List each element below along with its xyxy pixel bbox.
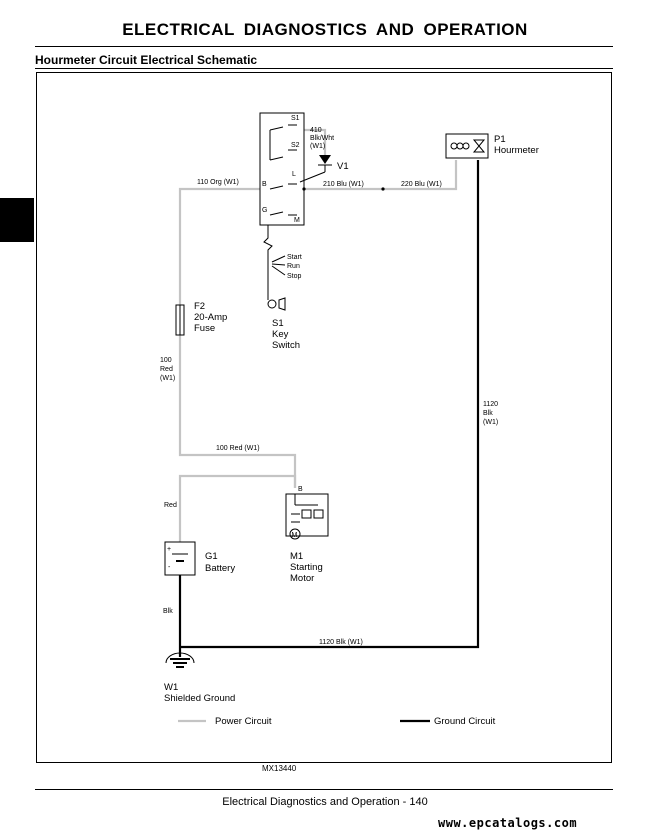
fuse-ref: F2 <box>194 301 205 312</box>
section-title: Hourmeter Circuit Electrical Schematic <box>35 53 258 67</box>
footer-rule <box>35 789 613 790</box>
wire-410-label-1: 410 <box>310 127 322 134</box>
wire-100-label-3: (W1) <box>160 375 175 382</box>
battery-box <box>164 541 196 576</box>
diode-ref: V1 <box>337 161 349 172</box>
legend-power: Power Circuit <box>215 716 272 727</box>
wire-210-blu <box>304 160 458 191</box>
wire-220-label: 220 Blu (W1) <box>401 181 442 188</box>
motor-symbol <box>289 528 301 540</box>
key-switch-linkage <box>263 225 273 300</box>
key-switch-box <box>259 112 305 226</box>
battery-name: Battery <box>205 563 235 574</box>
wire-red-label: Red <box>164 502 177 509</box>
wire-100-red-vertical <box>178 335 297 488</box>
key-switch-dot <box>302 187 306 191</box>
figure-id: MX13440 <box>262 764 297 773</box>
terminal-b: B <box>262 181 267 188</box>
starting-motor-internals <box>291 494 324 523</box>
wire-110-label: 110 Org (W1) <box>197 179 239 186</box>
terminal-m: M <box>294 217 300 224</box>
wire-1120-label-2: Blk <box>483 410 493 417</box>
diode-v1 <box>299 155 332 183</box>
terminal-l: L <box>292 171 296 178</box>
starting-motor-terminal-b: B <box>298 486 303 493</box>
hourmeter-ref: P1 <box>494 134 506 145</box>
key-switch-ref: S1 <box>272 318 284 329</box>
section-rule <box>35 68 613 69</box>
battery-ref: G1 <box>205 551 218 562</box>
page-title: ELECTRICAL DIAGNOSTICS AND OPERATION <box>122 20 528 39</box>
key-switch-name-2: Switch <box>272 340 300 351</box>
key-switch-position-arrows <box>271 255 286 276</box>
wire-100-label-2: Red <box>160 366 173 373</box>
wire-100-red-label: 100 Red (W1) <box>216 445 260 452</box>
terminal-s2: S2 <box>291 142 300 149</box>
fuse-name-2: Fuse <box>194 323 215 334</box>
page-footer: Electrical Diagnostics and Operation - 1… <box>222 796 428 808</box>
key-icon <box>267 297 286 311</box>
terminal-s1: S1 <box>291 115 300 122</box>
wire-1120-label-3: (W1) <box>483 419 498 426</box>
starting-motor-ref: M1 <box>290 551 303 562</box>
wire-410-label-3: (W1) <box>310 143 325 150</box>
position-start: Start <box>287 254 302 261</box>
wire-100-label-1: 100 <box>160 357 172 364</box>
wire-1120-blk <box>180 160 480 649</box>
watermark: www.epcatalogs.com <box>438 816 578 830</box>
wire-red-battery <box>178 474 297 542</box>
hourmeter-name: Hourmeter <box>494 145 539 156</box>
fuse-name-1: 20-Amp <box>194 312 227 323</box>
key-switch-name-1: Key <box>272 329 289 340</box>
battery-plus: + <box>167 546 171 553</box>
wire-blk-label: Blk <box>163 608 173 615</box>
header-rule <box>35 46 613 47</box>
position-run: Run <box>287 263 300 270</box>
wire-210-label: 210 Blu (W1) <box>323 181 364 188</box>
position-stop: Stop <box>287 273 302 280</box>
starting-motor-name-2: Motor <box>290 573 314 584</box>
terminal-g: G <box>262 207 267 214</box>
hourmeter-box <box>445 133 489 159</box>
ground-icon <box>165 652 195 668</box>
wire-410-label-2: Blk/Wht <box>310 135 334 142</box>
junction-dot <box>381 187 385 191</box>
wire-410 <box>304 128 327 155</box>
starting-motor-box <box>285 493 329 537</box>
side-tab <box>0 198 34 242</box>
wire-1120-blk-label: 1120 Blk (W1) <box>319 639 363 646</box>
legend-ground: Ground Circuit <box>434 716 496 727</box>
starting-motor-name-1: Starting <box>290 562 323 573</box>
motor-symbol-letter: M <box>292 532 298 539</box>
battery-minus: - <box>168 564 171 571</box>
schematic-frame <box>36 72 612 763</box>
ground-name: Shielded Ground <box>164 693 235 704</box>
ground-ref: W1 <box>164 682 178 693</box>
key-switch-contacts <box>269 124 297 216</box>
wire-110-org <box>178 187 260 305</box>
hourmeter-icon <box>450 139 486 153</box>
wire-1120-label-1: 1120 <box>483 401 498 408</box>
